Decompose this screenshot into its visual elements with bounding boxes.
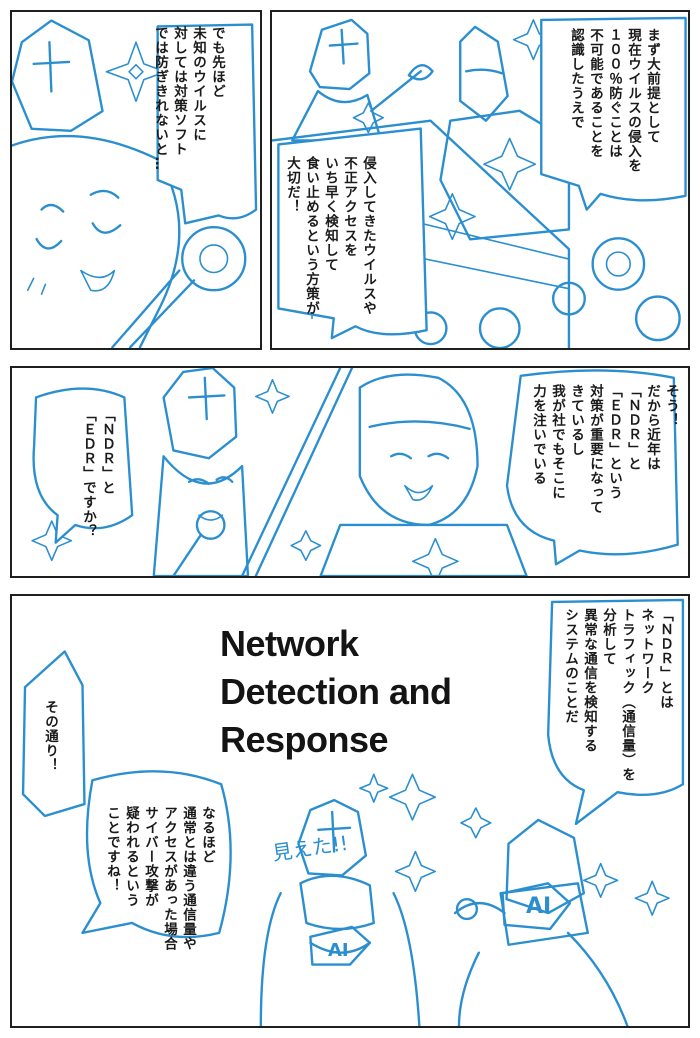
panel-2: まず大前提として 現在ウイルスの侵入を １００％防ぐことは 不可能であることを …: [270, 10, 690, 350]
panel-4: Network Detection and Response 「ＮＤＲ」とは ネ…: [10, 594, 690, 1028]
headline-network-detection-response: Network Detection and Response: [220, 623, 452, 760]
panel-3-art: [31, 368, 679, 576]
speech-bubble-3b: 「ＮＤＲ」と 「ＥＤＲ」ですか？: [80, 408, 115, 539]
panel-1-art: [12, 19, 258, 348]
speech-bubble-4c: なるほど 通常とは違う通信量や アクセスがあった場合 サイバー攻撃が 疑われると…: [104, 806, 215, 951]
ai-badge-right: AI: [526, 894, 552, 919]
speech-bubble-2b: 侵入してきたウイルスや 不正アクセスを いち早く検知して 食い止めるという方策が…: [284, 156, 376, 316]
speech-bubble-1: でも先ほど 未知のウイルスに 対しては対策ソフト では防ぎきれないと…: [152, 26, 225, 171]
panel-4-art: [21, 598, 685, 1026]
panel-3: そう！ だから近年は 「ＮＤＲ」と 「ＥＤＲ」という 対策が重要になって きてい…: [10, 366, 690, 578]
speech-bubble-2a: まず大前提として 現在ウイルスの侵入を １００％防ぐことは 不可能であることを …: [568, 28, 660, 173]
ai-badge-left: AI: [328, 940, 349, 961]
panel-2-art: [272, 16, 687, 348]
speech-bubble-3a: そう！ だから近年は 「ＮＤＲ」と 「ＥＤＲ」という 対策が重要になって きてい…: [530, 384, 679, 515]
panel-1: でも先ほど 未知のウイルスに 対しては対策ソフト では防ぎきれないと…: [10, 10, 262, 350]
speech-bubble-4b: その通り！: [42, 700, 58, 773]
speech-bubble-4a: 「ＮＤＲ」とは ネットワーク トラフィック（通信量）を 分析して 異常な通信を検…: [562, 608, 673, 782]
